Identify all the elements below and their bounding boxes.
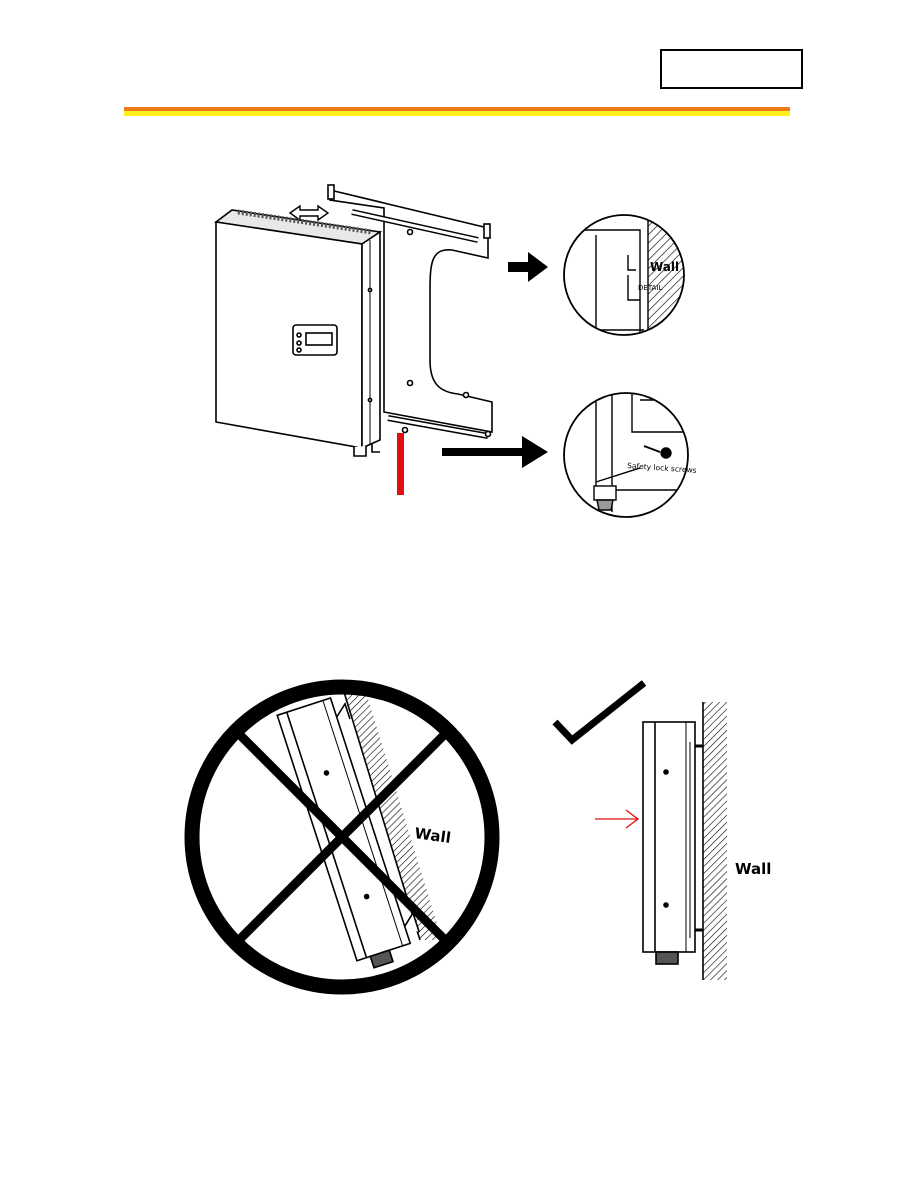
- callout-detail-label: DETAIL: [638, 284, 662, 292]
- red-marker-bar: [397, 433, 404, 495]
- orientation-figure: Wall Wall: [0, 670, 918, 1010]
- arrow-right-icon: [508, 252, 548, 282]
- callout-bottom: Safety lock screws: [564, 390, 697, 517]
- correct-wall-label: Wall: [735, 860, 771, 878]
- incorrect-mounting: Wall: [192, 687, 492, 987]
- header-rule-yellow: [124, 111, 790, 116]
- checkmark-icon: [555, 683, 644, 740]
- page-number-box: [660, 49, 803, 89]
- inverter-unit: [216, 210, 380, 456]
- slide-arrow-icon: [290, 206, 328, 220]
- callout-wall-label: Wall: [650, 260, 679, 274]
- incorrect-wall-label: Wall: [413, 824, 452, 847]
- arrow-right-icon: [595, 810, 638, 828]
- correct-mounting: Wall: [555, 683, 771, 980]
- header-rule: [124, 107, 790, 116]
- arrow-right-icon: [442, 436, 548, 468]
- mounting-figure: Wall DETAIL Safety lock screws: [0, 180, 918, 530]
- callout-top: Wall DETAIL: [564, 205, 688, 345]
